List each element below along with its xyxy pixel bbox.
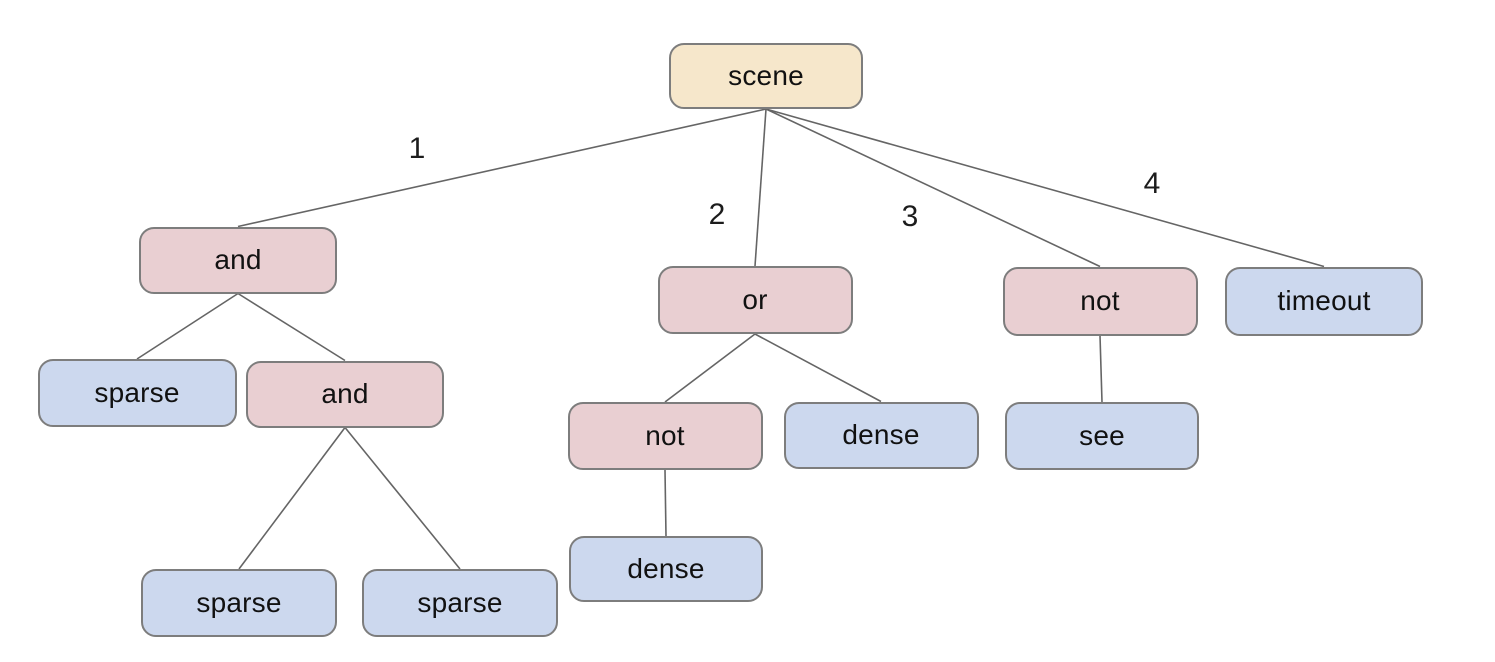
node-dense-2: dense xyxy=(569,536,763,602)
edge-label-1: 1 xyxy=(409,132,426,165)
node-label: not xyxy=(645,420,685,451)
node-label: sparse xyxy=(94,377,180,408)
node-sparse-1: sparse xyxy=(37,359,237,427)
edge-or-1-to-not-1 xyxy=(664,333,756,403)
node-label: sparse xyxy=(417,587,503,618)
node-sparse-3: sparse xyxy=(362,569,558,637)
node-or-1: or xyxy=(657,266,853,334)
node-label: timeout xyxy=(1277,285,1371,316)
edge-and-1-to-sparse-1 xyxy=(136,292,239,360)
edge-label-4: 4 xyxy=(1144,167,1161,200)
edge-label-2: 2 xyxy=(709,198,726,231)
edge-not-2-to-see-1 xyxy=(1099,335,1103,403)
edge-and-2-to-sparse-3 xyxy=(344,426,461,570)
edge-and-2-to-sparse-2 xyxy=(238,427,346,570)
edge-scene-to-or-1 xyxy=(754,108,767,267)
node-label: and xyxy=(321,378,369,409)
node-label: not xyxy=(1080,285,1120,316)
node-sparse-2: sparse xyxy=(141,569,337,637)
edge-and-1-to-and-2 xyxy=(237,292,346,362)
node-and-2: and xyxy=(246,360,444,428)
node-label: dense xyxy=(842,419,920,450)
edge-label-3: 3 xyxy=(902,200,919,233)
edge-scene-to-timeout-1 xyxy=(765,108,1325,268)
node-timeout-1: timeout xyxy=(1225,266,1423,336)
edge-not-1-to-dense-2 xyxy=(664,469,667,537)
node-see-1: see xyxy=(1005,402,1199,470)
edge-scene-to-not-2 xyxy=(765,108,1101,268)
edge-scene-to-and-1 xyxy=(237,108,767,228)
node-label: scene xyxy=(728,60,804,91)
node-scene: scene xyxy=(669,43,863,109)
node-label: sparse xyxy=(196,587,282,618)
edge-or-1-to-dense-1 xyxy=(754,333,882,403)
node-and-1: and xyxy=(139,226,337,294)
node-not-2: not xyxy=(1002,266,1198,336)
node-label: or xyxy=(742,284,768,315)
node-label: dense xyxy=(627,553,705,584)
node-dense-1: dense xyxy=(783,401,979,469)
node-label: see xyxy=(1079,420,1125,451)
node-not-1: not xyxy=(567,402,763,470)
node-label: and xyxy=(214,244,262,275)
